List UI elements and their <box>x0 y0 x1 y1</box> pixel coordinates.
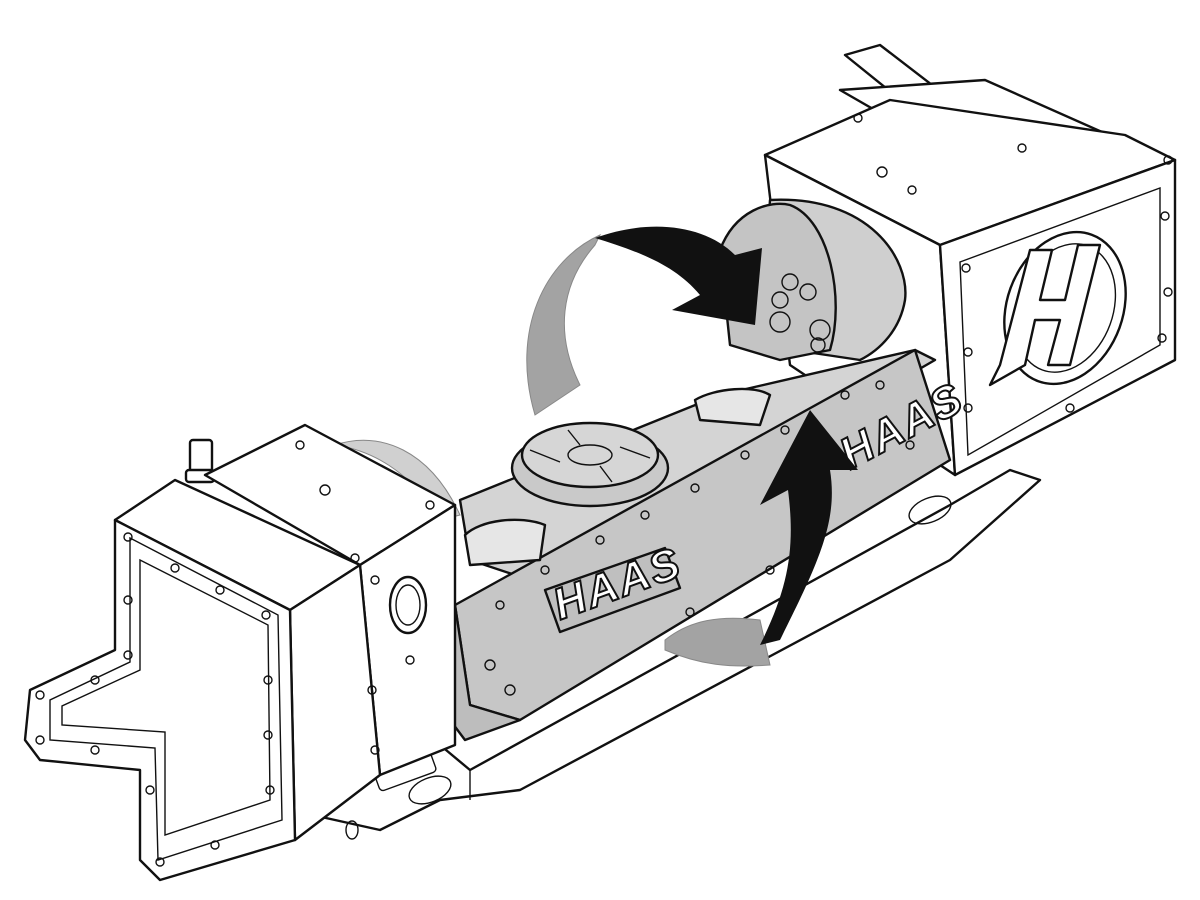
left-housing <box>23 423 457 882</box>
haas-emblem-icon <box>988 230 1127 387</box>
curved-arrow-icon <box>595 226 858 645</box>
right-faceplate <box>718 198 907 362</box>
